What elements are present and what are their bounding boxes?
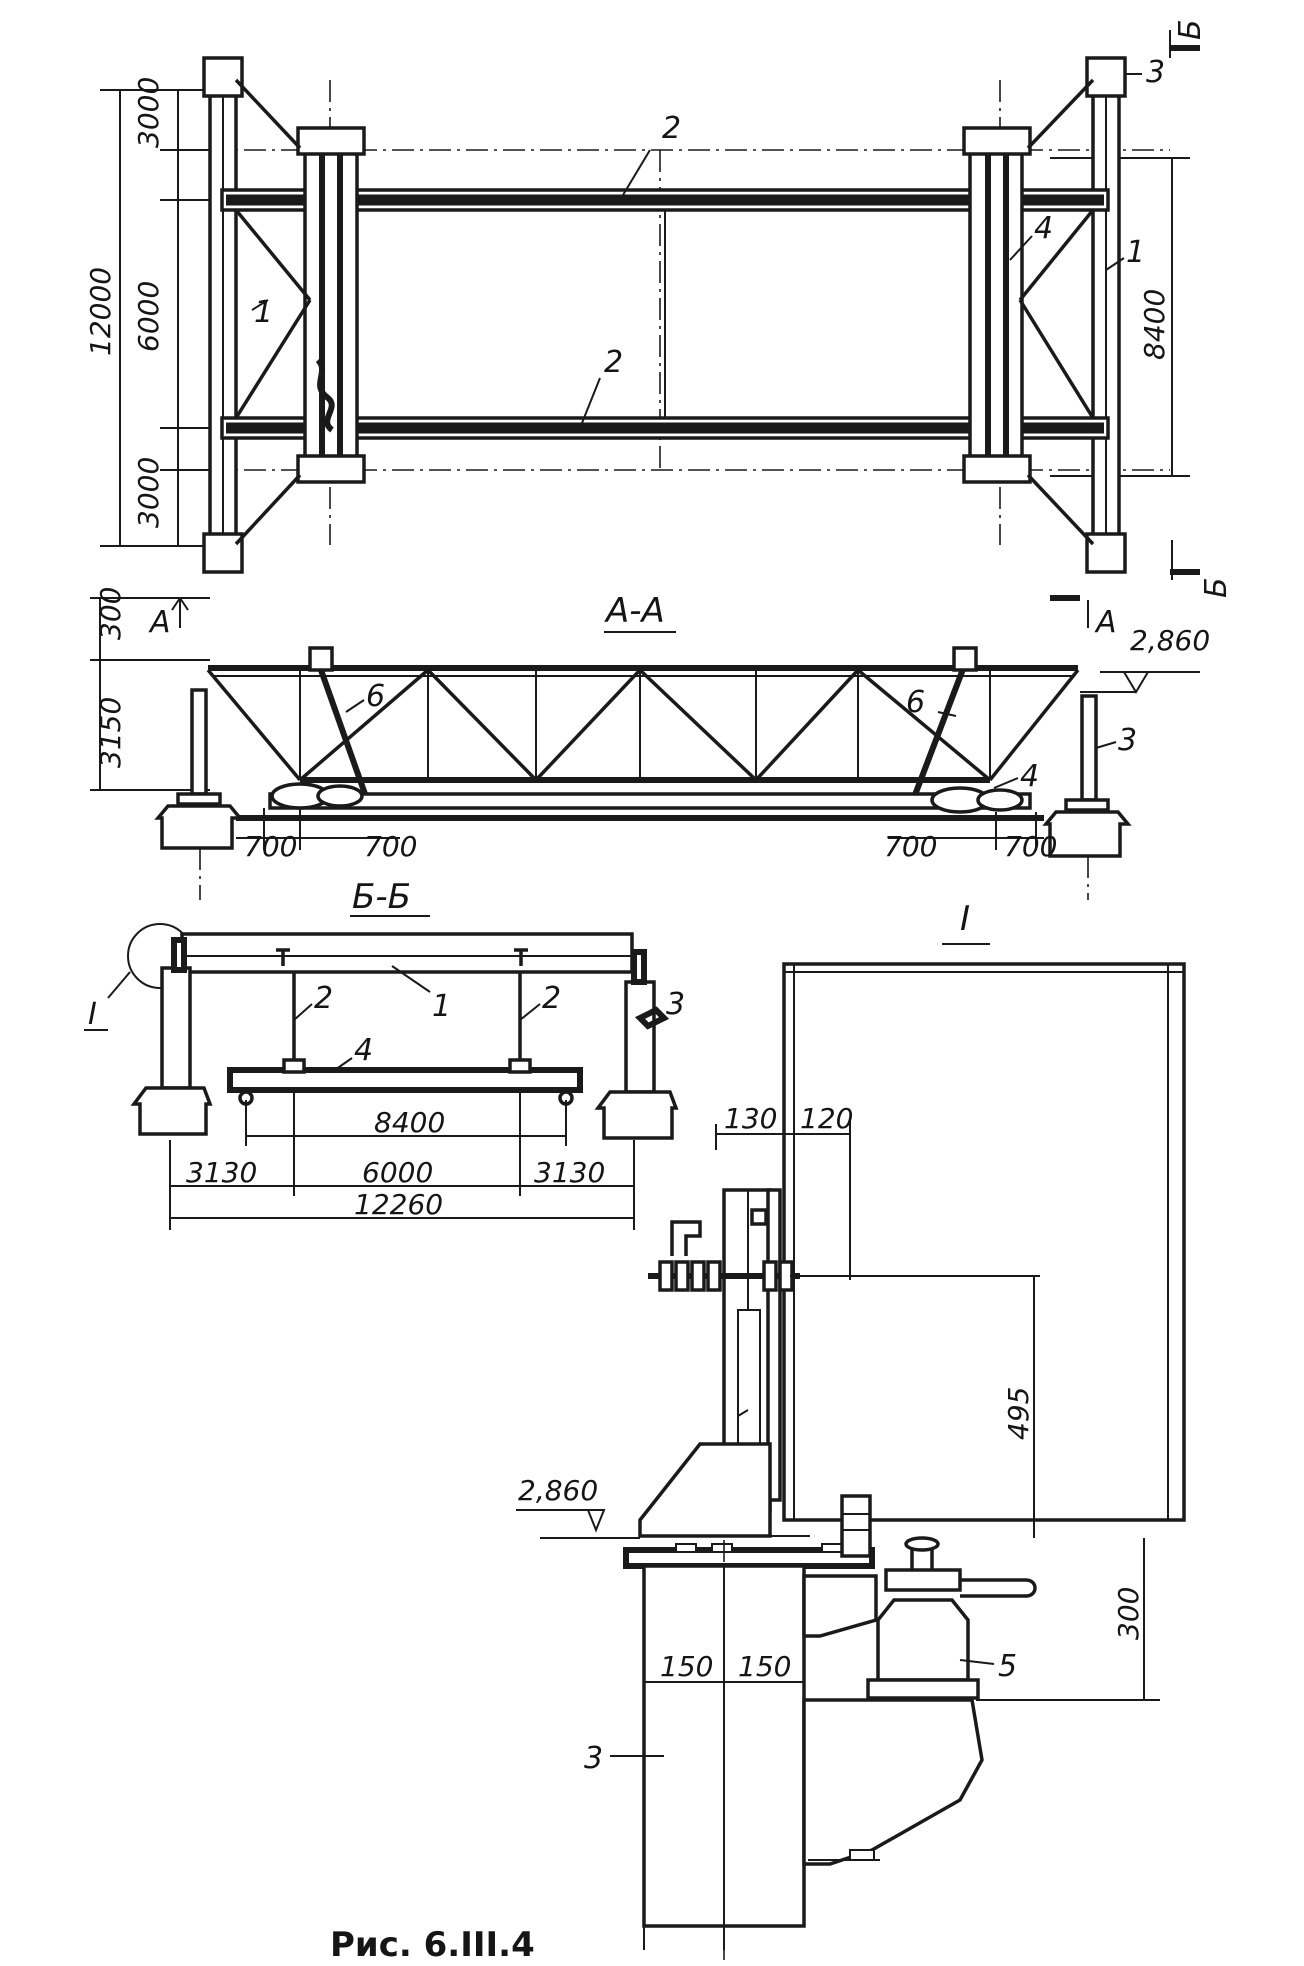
detail-column xyxy=(642,1540,806,1960)
detail-level-2860: 2,860 xyxy=(518,1474,598,1507)
aa-dim-700-3: 700 xyxy=(884,830,937,863)
aa-dim-700-2: 700 xyxy=(364,830,417,863)
plan-tag-2-bottom: 2 xyxy=(604,345,623,380)
bb-tag-I: I xyxy=(88,997,97,1032)
section-mark-b-top: Б xyxy=(1173,19,1208,40)
plan-tag-1-right: 1 xyxy=(1126,235,1145,270)
aa-level-2860: 2,860 xyxy=(1130,624,1210,657)
bb-tag-3: 3 xyxy=(666,987,685,1022)
aa-crane-girder xyxy=(236,782,1044,821)
bb-tag-4: 4 xyxy=(354,1033,373,1068)
plan-dim-3000-top: 3000 xyxy=(132,77,165,148)
aa-hangers xyxy=(308,646,978,810)
plan-tag-3: 3 xyxy=(1146,55,1165,90)
aa-dim-300: 300 xyxy=(94,587,127,640)
bb-crane-girder xyxy=(227,1058,583,1106)
detail-dim-150b: 150 xyxy=(738,1650,791,1683)
section-bb-title: Б-Б xyxy=(352,877,411,917)
crane-girder-right xyxy=(962,126,1032,484)
aa-tag-6-right: 6 xyxy=(906,685,925,720)
detail-bolt-assembly xyxy=(648,1208,800,1292)
bb-tag-2b: 2 xyxy=(542,981,561,1016)
plan-dim-6000: 6000 xyxy=(132,281,165,352)
bb-dim-3130-left: 3130 xyxy=(186,1156,257,1189)
plan-dim-3000-bottom: 3000 xyxy=(132,457,165,528)
column-line-left xyxy=(202,56,244,574)
column-line-right xyxy=(1085,56,1127,574)
bb-tag-2a: 2 xyxy=(314,981,333,1016)
detail-I: I 130 120 495 xyxy=(516,899,1186,1960)
detail-dim-300: 300 xyxy=(1112,1587,1145,1640)
plan-view: 3000 6000 3000 12000 8400 1 1 2 2 3 4 Б … xyxy=(84,19,1234,598)
section-bb: Б-Б I 1 3 2 xyxy=(84,877,685,1230)
aa-tag-4: 4 xyxy=(1020,759,1039,794)
aa-dim-700-1: 700 xyxy=(244,830,297,863)
section-aa: А-А А А 300 3150 2,860 xyxy=(90,587,1210,900)
bb-dim-8400: 8400 xyxy=(374,1106,445,1139)
aa-dim-700-4: 700 xyxy=(1004,830,1057,863)
aa-tag-3: 3 xyxy=(1118,723,1137,758)
detail-dim-120: 120 xyxy=(800,1102,853,1135)
detail-dim-495: 495 xyxy=(1002,1387,1035,1440)
bb-dim-12260: 12260 xyxy=(354,1188,443,1221)
plan-dim-12000: 12000 xyxy=(84,267,117,356)
section-mark-a-right: А xyxy=(1094,605,1117,640)
jack xyxy=(866,1536,1037,1700)
plan-dim-8400: 8400 xyxy=(1138,289,1171,360)
bb-dim-6000: 6000 xyxy=(362,1156,433,1189)
aa-column-right xyxy=(1042,694,1132,858)
bb-crane-top: 1 xyxy=(180,932,634,1024)
detail-tag-3: 3 xyxy=(584,1741,603,1776)
section-aa-title: А-А xyxy=(604,591,665,631)
detail-I-title: I xyxy=(960,899,970,939)
bb-dim-3130-right: 3130 xyxy=(534,1156,605,1189)
section-mark-b-bottom: Б xyxy=(1199,577,1234,598)
bb-column-right xyxy=(594,949,679,1140)
detail-dim-150a: 150 xyxy=(660,1650,713,1683)
aa-dim-3150: 3150 xyxy=(94,697,127,768)
plan-tag-4: 4 xyxy=(1034,211,1053,246)
detail-dim-130: 130 xyxy=(724,1102,777,1135)
aa-column-left xyxy=(154,688,244,850)
detail-tag-5: 5 xyxy=(998,1649,1017,1684)
plan-bracing xyxy=(234,78,1095,546)
aa-tag-6-left: 6 xyxy=(366,679,385,714)
plan-tag-2-top: 2 xyxy=(662,111,681,146)
bb-column-left xyxy=(130,937,213,1136)
plan-tag-1-left: 1 xyxy=(254,295,273,330)
figure-caption: Рис. 6.III.4 xyxy=(330,1925,535,1965)
bb-tag-1: 1 xyxy=(432,989,451,1024)
aa-truss xyxy=(206,665,1080,783)
section-mark-a-left: А xyxy=(148,605,171,640)
